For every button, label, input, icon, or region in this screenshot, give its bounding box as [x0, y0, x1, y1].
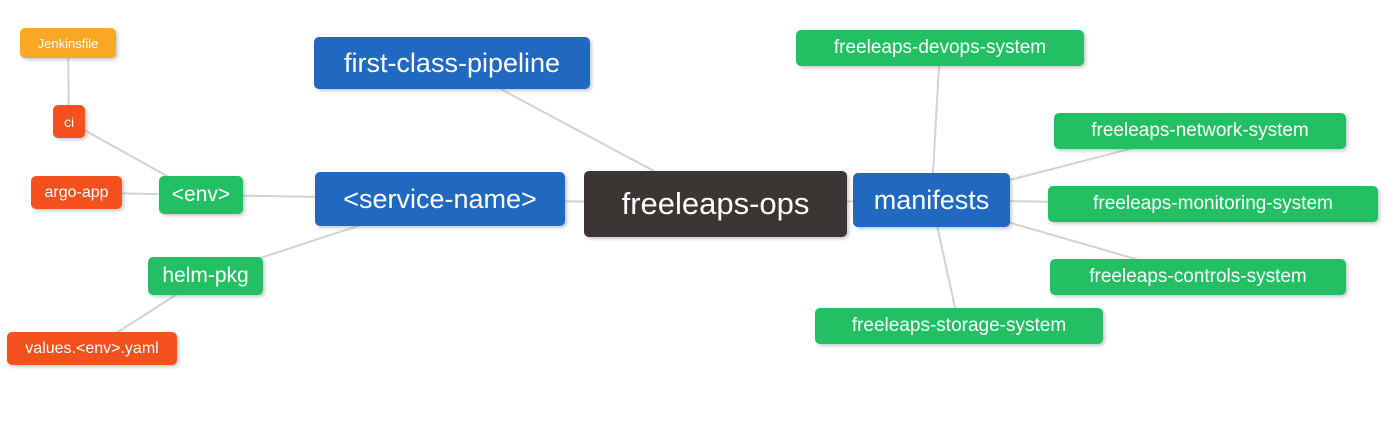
mindmap-node-service-name[interactable]: <service-name> — [315, 172, 565, 226]
mindmap-node-first-class-pipeline[interactable]: first-class-pipeline — [314, 37, 590, 89]
mindmap-node-ci[interactable]: ci — [53, 105, 85, 138]
mindmap-node-env[interactable]: <env> — [159, 176, 243, 214]
mindmap-node-freeleaps-monitoring-system[interactable]: freeleaps-monitoring-system — [1048, 186, 1378, 222]
mindmap-node-jenkinsfile[interactable]: Jenkinsfile — [20, 28, 116, 58]
mindmap-node-freeleaps-controls-system[interactable]: freeleaps-controls-system — [1050, 259, 1346, 295]
mindmap-node-freeleaps-devops-system[interactable]: freeleaps-devops-system — [796, 30, 1084, 66]
mindmap-node-helm-pkg[interactable]: helm-pkg — [148, 257, 263, 295]
mindmap-node-freeleaps-storage-system[interactable]: freeleaps-storage-system — [815, 308, 1103, 344]
mindmap-node-manifests[interactable]: manifests — [853, 173, 1010, 227]
mindmap-node-values-env-yaml[interactable]: values.<env>.yaml — [7, 332, 177, 365]
mindmap-node-freeleaps-network-system[interactable]: freeleaps-network-system — [1054, 113, 1346, 149]
mindmap-node-freeleaps-ops[interactable]: freeleaps-ops — [584, 171, 847, 237]
mindmap-node-argo-app[interactable]: argo-app — [31, 176, 122, 209]
